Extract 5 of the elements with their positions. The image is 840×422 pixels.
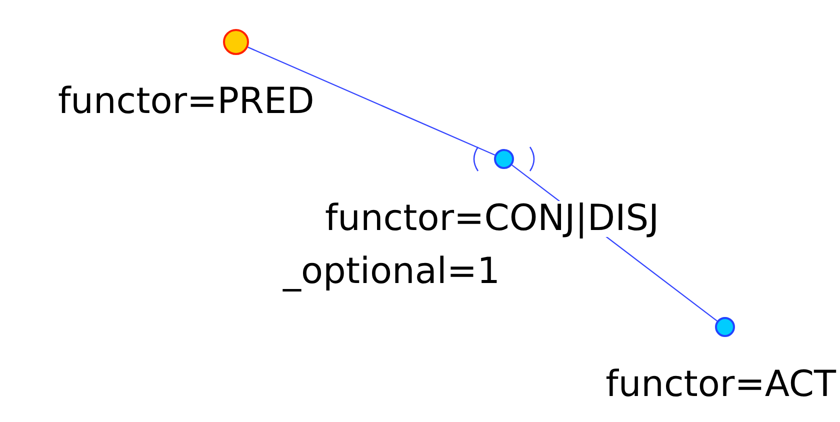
root-node-circle <box>223 29 249 55</box>
tree-node-circle <box>494 149 514 169</box>
node-attribute-label: _optional=1 <box>283 254 500 290</box>
connector-line <box>248 46 496 156</box>
tree-node-circle <box>715 317 735 337</box>
